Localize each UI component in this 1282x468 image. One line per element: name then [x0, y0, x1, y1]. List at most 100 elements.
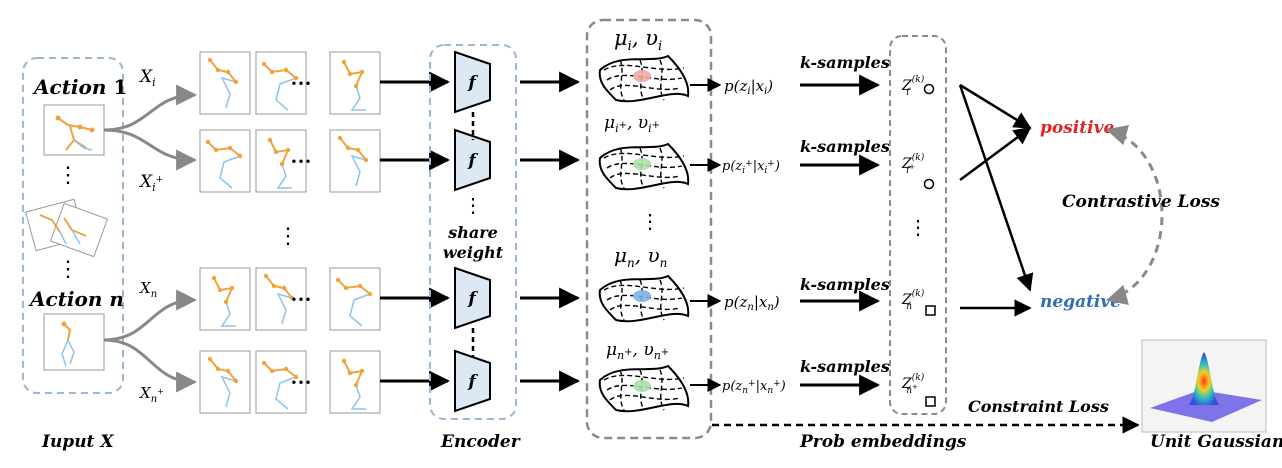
frame-thumbnail — [255, 350, 307, 414]
ksamples-label-1: k-samples — [800, 53, 890, 72]
prob-label-row1: p(zi|xi) — [724, 77, 773, 97]
input-to-row4-arrow — [103, 338, 198, 393]
encoder-f-label: f — [467, 289, 478, 309]
stacked-action-thumbnails — [25, 198, 109, 258]
ksamples-label-3: k-samples — [800, 275, 890, 294]
samples-group-box — [889, 35, 947, 415]
musig-label-row2: μi+, υi+ — [604, 113, 660, 135]
frame-thumbnail — [329, 129, 381, 193]
x-label-row4: Xn+ — [139, 384, 164, 405]
encoder-f-block: f — [454, 50, 491, 114]
z-sample-row4: Z(k)n+ — [901, 372, 936, 407]
constraint-loss-label: Constraint Loss — [968, 397, 1109, 416]
share-weight-label-2: weight — [443, 243, 504, 262]
input-caption: Iuput X — [41, 432, 114, 452]
z-sample-row2: Z(k)i+ — [901, 152, 935, 190]
frame-thumbnail — [255, 51, 307, 115]
encoder-vdots: ⋮ — [463, 193, 483, 217]
z2-to-positive-arrow — [959, 126, 1032, 182]
manifold-surface — [598, 274, 690, 323]
musig-label-row1: μi, υi — [614, 26, 662, 54]
svg-text:Z(k)n+: Z(k)n+ — [901, 372, 925, 396]
frame-thumbnail — [199, 51, 251, 115]
embeddings-vdots: ⋮ — [640, 209, 660, 233]
frame-thumbnail — [329, 267, 381, 331]
input-group-box — [22, 57, 124, 394]
frames-ellipsis: ••• — [290, 155, 311, 169]
svg-text:p(zi+|xi+): p(zi+|xi+) — [722, 159, 780, 176]
unit-gaussian-image — [1141, 339, 1267, 433]
actionn-thumbnail — [43, 313, 105, 371]
x-label-row1: Xi — [138, 67, 156, 89]
svg-text:Z(k)i: Z(k)i — [901, 74, 925, 98]
z1-to-positive-arrow — [959, 83, 1032, 130]
svg-text:μn+, υn+: μn+, υn+ — [606, 340, 669, 362]
input-to-row3-arrow — [103, 289, 198, 342]
encoder-f-block: f — [454, 349, 491, 413]
prob-label-row2: p(zi+|xi+) — [722, 159, 780, 176]
encoder-caption: Encoder — [440, 432, 521, 452]
svg-text:μn, υn: μn, υn — [614, 243, 667, 270]
frame-thumbnail — [199, 267, 251, 331]
ksamples-label-4: k-samples — [800, 357, 890, 376]
frames-vdots: ⋮ — [277, 224, 299, 249]
musig-label-row4: μn+, υn+ — [606, 340, 669, 362]
frame-thumbnail — [255, 129, 307, 193]
input-to-row1-arrow — [103, 84, 198, 132]
svg-text:Z(k)n: Z(k)n — [901, 288, 925, 312]
manifold-surfaces — [598, 54, 690, 413]
svg-text:μi, υi: μi, υi — [614, 26, 662, 54]
encoder-f-block: f — [454, 266, 491, 330]
manifold-surface — [598, 54, 690, 103]
encoder-f-label: f — [467, 73, 478, 93]
contrastive-loss-label: Contrastive Loss — [1062, 192, 1220, 212]
contrastive-loss-curve — [1105, 124, 1164, 306]
svg-text:p(zn|xn): p(zn|xn) — [724, 293, 780, 313]
z1-to-negative-arrow — [958, 84, 1034, 292]
x-label-row2: Xi+ — [138, 172, 163, 194]
z-sample-row3: Z(k)n — [901, 288, 936, 316]
samples-vdots: ⋮ — [908, 215, 928, 239]
frames-ellipsis: ••• — [290, 376, 311, 390]
x-label-row3: Xn — [139, 279, 157, 300]
musig-label-row3: μn, υn — [614, 243, 667, 270]
frame-sequences: ••• ••• ••• ••• — [199, 51, 381, 414]
action1-thumbnail — [43, 104, 105, 156]
frame-thumbnail — [255, 267, 307, 331]
manifold-surface — [598, 364, 690, 413]
frame-thumbnail — [329, 350, 381, 414]
encoder-f-block: f — [454, 128, 491, 192]
ksamples-label-2: k-samples — [800, 137, 890, 156]
z-sample-row1: Z(k)i — [901, 74, 935, 98]
svg-text:μi+, υi+: μi+, υi+ — [604, 113, 660, 135]
svg-text:p(zi|xi): p(zi|xi) — [724, 77, 773, 97]
manifold-surface — [598, 142, 690, 191]
frame-thumbnail — [329, 51, 381, 115]
encoder-group-box — [429, 44, 517, 420]
svg-text:Z(k)i+: Z(k)i+ — [901, 152, 925, 176]
embeddings-caption: Prob embeddings — [799, 432, 967, 452]
svg-text:Xn+: Xn+ — [139, 384, 164, 405]
frames-ellipsis: ••• — [290, 293, 311, 307]
unit-gaussian-caption: Unit Gaussian — [1150, 432, 1282, 452]
action1-label: Action 1 — [32, 75, 127, 99]
negative-label: negative — [1040, 292, 1121, 312]
svg-text:Xi: Xi — [138, 67, 156, 89]
share-weight-label-1: share — [447, 223, 498, 242]
svg-text:p(zn+|xn+): p(zn+|xn+) — [722, 379, 786, 396]
svg-text:Xi+: Xi+ — [138, 172, 163, 194]
prob-label-row3: p(zn|xn) — [724, 293, 780, 313]
input-to-row2-arrow — [103, 128, 198, 171]
input-vdots-2: ⋮ — [57, 257, 79, 282]
frames-ellipsis: ••• — [290, 77, 311, 91]
positive-label: positive — [1040, 118, 1114, 138]
encoder-f-label: f — [467, 151, 478, 171]
svg-text:Xn: Xn — [139, 279, 157, 300]
encoder-blocks: f f f f — [454, 50, 491, 413]
encoder-f-label: f — [467, 372, 478, 392]
embeddings-group-box — [585, 18, 713, 440]
input-vdots-1: ⋮ — [57, 163, 79, 188]
frame-thumbnail — [199, 350, 251, 414]
actionn-label: Action n — [28, 287, 124, 311]
